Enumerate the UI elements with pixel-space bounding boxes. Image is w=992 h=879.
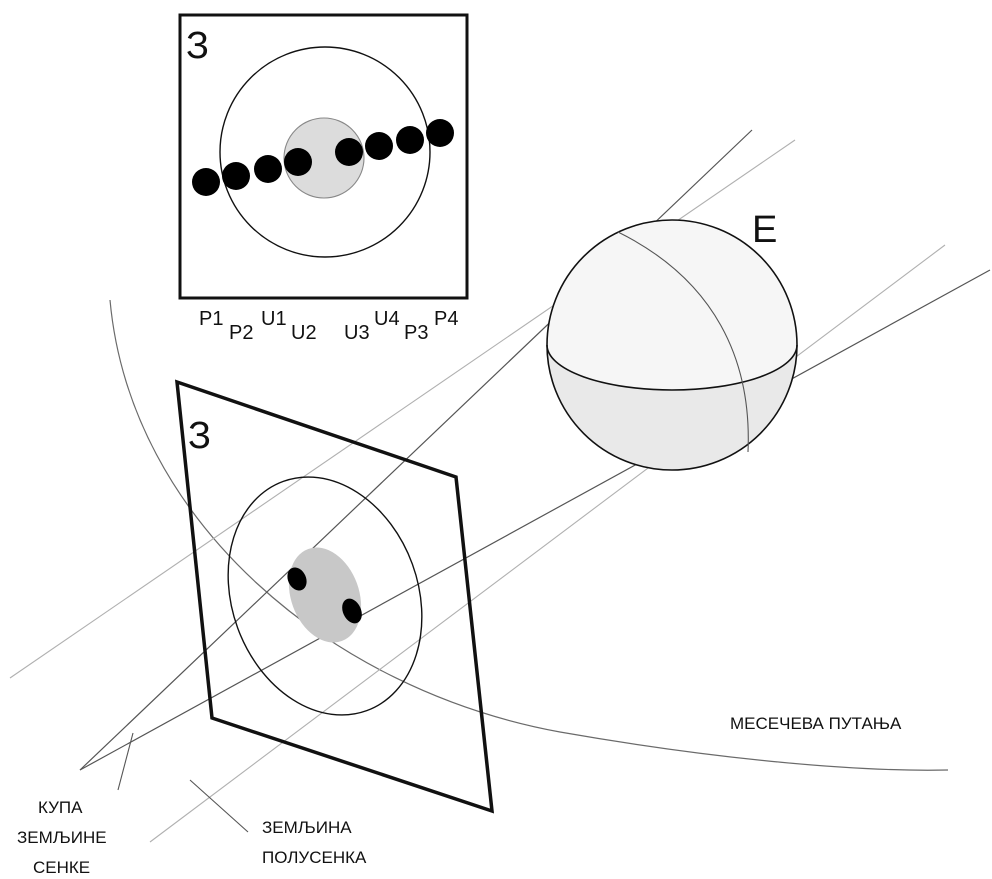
umbra-cone-label: КУПА ЗЕМЉИНЕ СЕНКЕ <box>17 798 107 877</box>
position-label-u2: U2 <box>291 322 317 344</box>
position-label-u4: U4 <box>374 308 400 330</box>
earth-equator <box>546 344 798 391</box>
moon-dot-u1 <box>254 155 282 183</box>
projection-plane <box>174 379 495 814</box>
plane-penumbra-ellipse <box>227 476 423 716</box>
penumbra-label-line1: ЗЕМЉИНА <box>262 818 352 837</box>
moon-dot-p2 <box>222 162 250 190</box>
penumbra-rays <box>9 139 946 843</box>
earth-sphere <box>546 219 798 471</box>
moon-dot-p4 <box>426 119 454 147</box>
earth-label: Е <box>752 209 777 251</box>
moon-dot-p1 <box>192 168 220 196</box>
inset-frame <box>178 13 469 300</box>
umbra-leader-line <box>117 732 134 791</box>
umbra-cone-label-line3: СЕНКЕ <box>33 858 90 877</box>
umbra-cone-rays <box>79 129 991 771</box>
plane-moon-dot-2 <box>342 598 362 624</box>
penumbra-leader-line <box>189 779 249 833</box>
inset-moon-positions <box>192 119 454 196</box>
plane-moon-dot-1 <box>287 567 307 591</box>
inset-penumbra-circle <box>219 46 431 258</box>
position-label-u3: U3 <box>344 322 370 344</box>
position-label-p4: P4 <box>434 308 458 330</box>
position-label-u1: U1 <box>261 308 287 330</box>
plane-umbra-ellipse <box>288 547 362 643</box>
inset-title: З <box>186 25 209 67</box>
moon-dot-u2 <box>284 148 312 176</box>
penumbra-label-line2: ПОЛУСЕНКА <box>262 848 367 867</box>
umbra-cone-label-line1: КУПА <box>38 798 83 817</box>
moon-path-label: МЕСЕЧЕВА ПУТАЊА <box>730 714 902 733</box>
moon-dot-u4 <box>365 132 393 160</box>
moon-path-curve <box>109 299 949 771</box>
umbra-cone-label-line2: ЗЕМЉИНЕ <box>17 828 107 847</box>
plane-label: З <box>188 415 211 457</box>
moon-dot-p3 <box>396 126 424 154</box>
position-label-p3: P3 <box>404 322 428 344</box>
inset-umbra-circle <box>283 117 365 199</box>
earth-meridian <box>617 231 749 453</box>
penumbra-label: ЗЕМЉИНА ПОЛУСЕНКА <box>262 818 367 867</box>
position-label-p1: P1 <box>199 308 223 330</box>
position-label-p2: P2 <box>229 322 253 344</box>
moon-dot-u3 <box>335 138 363 166</box>
